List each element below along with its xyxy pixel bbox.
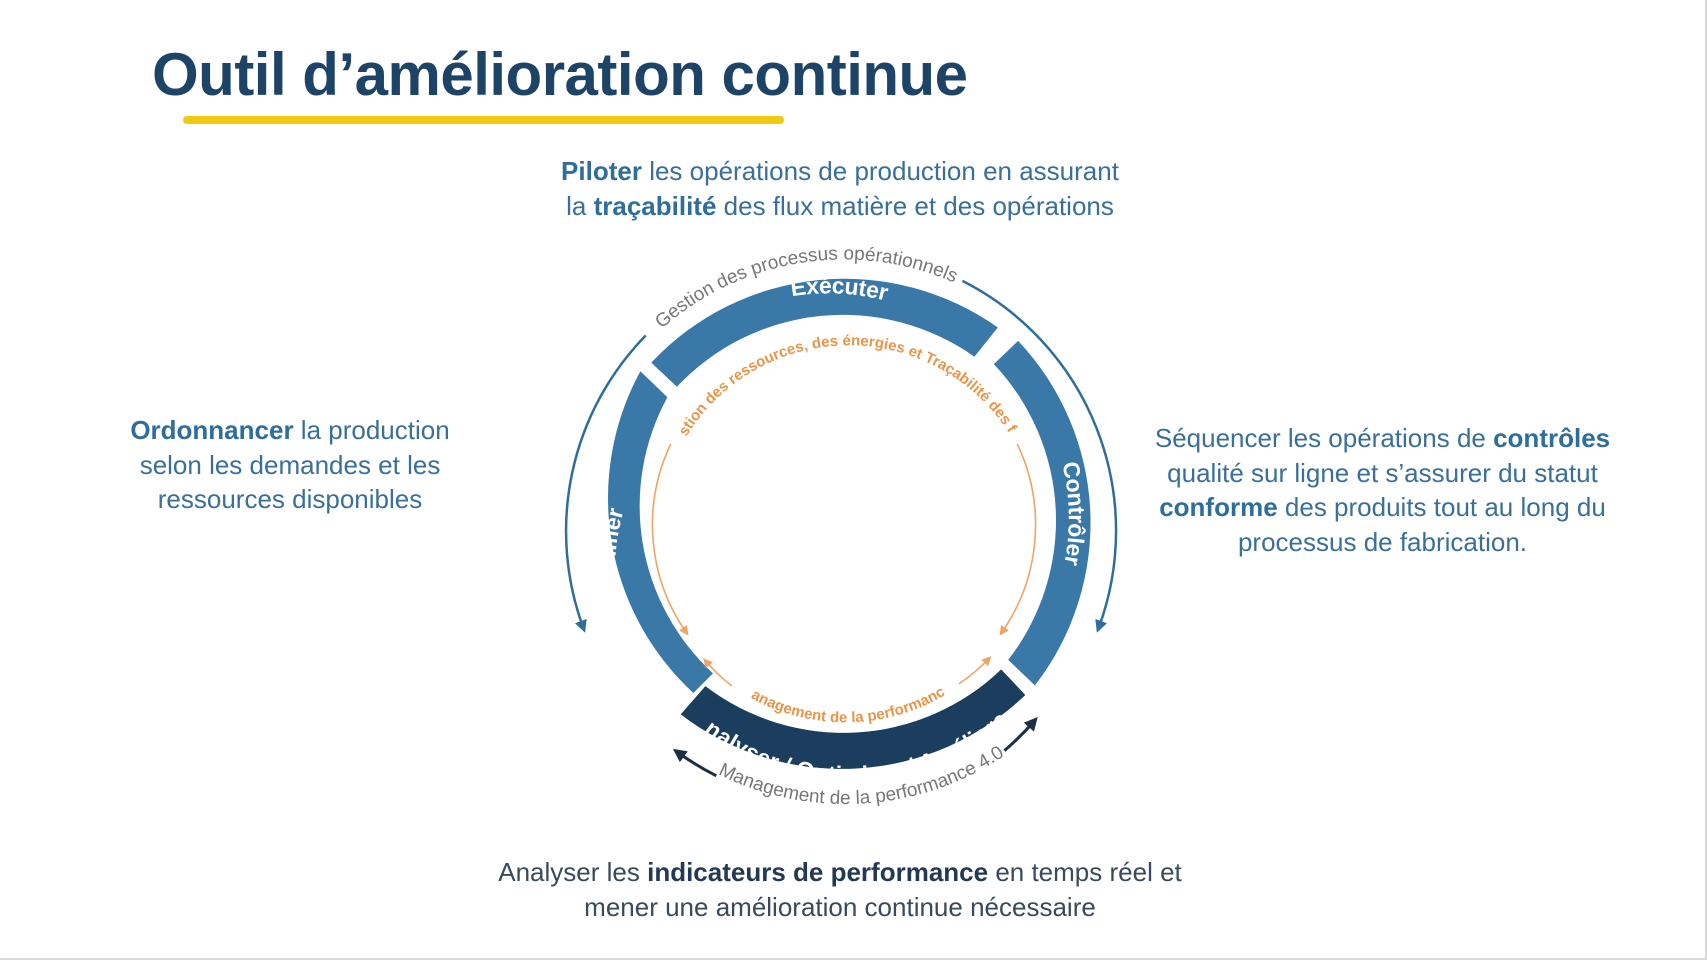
inner-label-bottom: Management de la performance (0, 0, 948, 726)
text-line: Piloter les opérations de production en … (480, 154, 1200, 189)
slide-border-right (1705, 0, 1707, 960)
text-bold: Piloter (561, 156, 642, 186)
text-normal: en temps réel et (988, 857, 1182, 887)
text-line: Ordonnancer la production (100, 413, 480, 448)
arrow-outer-right (961, 279, 1118, 633)
arrow-dark-right (1003, 717, 1038, 752)
text-block-sequencer: Séquencer les opérations de contrôles qu… (1120, 421, 1645, 559)
segment-analyser (680, 669, 1026, 769)
slide-border-bottom (0, 958, 1707, 960)
text-block-piloter: Piloter les opérations de production en … (480, 154, 1200, 223)
text-line: qualité sur ligne et s’assurer du statut (1167, 457, 1598, 488)
text-normal: des flux matière et des opérations (716, 190, 1114, 221)
segment-planifier (608, 371, 713, 693)
text-bold: conforme (1159, 492, 1278, 522)
text-normal: des produits tout au long du (1277, 492, 1606, 522)
text-bold: contrôles (1493, 423, 1611, 453)
text-normal: la production (293, 415, 450, 445)
text-block-ordonnancer: Ordonnancer la production selon les dema… (100, 413, 480, 517)
text-line: conforme des produits tout au long du (1120, 490, 1645, 525)
text-line: selon les demandes et les (139, 449, 441, 480)
segment-controler (993, 340, 1091, 686)
text-normal: les opérations de production en assurant (641, 156, 1119, 186)
text-normal: la (566, 190, 594, 221)
text-block-analyser: Analyser les indicateurs de performance … (440, 855, 1240, 924)
arrow-dark-left (672, 748, 717, 778)
text-line: ressources disponibles (157, 484, 423, 514)
text-line: la traçabilité des flux matière et des o… (480, 189, 1200, 224)
text-bold: traçabilité (593, 190, 717, 221)
segment-executer (651, 278, 998, 387)
inner-label-top: Gestion des ressources, des énergies et … (0, 0, 1021, 439)
arrow-inner-bottom-left (703, 658, 733, 687)
arrow-inner-bottom-right (958, 656, 992, 685)
text-bold: Ordonnancer (130, 415, 294, 445)
text-normal: Analyser les (498, 857, 648, 887)
text-line: mener une amélioration continue nécessai… (584, 891, 1096, 922)
segment-label-analyser: Analyser / Optimiser / Améliorer (0, 0, 1013, 788)
text-normal: Séquencer les opérations de (1154, 423, 1494, 453)
text-line: Analyser les indicateurs de performance … (440, 855, 1240, 890)
text-line: processus de fabrication. (1237, 526, 1528, 557)
page-title: Outil d’amélioration continue (152, 41, 968, 108)
arrow-inner-left (651, 443, 689, 636)
text-line: Séquencer les opérations de contrôles (1120, 421, 1645, 456)
title-underline (183, 116, 784, 124)
arrow-inner-right (999, 443, 1037, 636)
arrow-outer-left (564, 334, 647, 633)
text-bold: indicateurs de performance (647, 857, 989, 887)
